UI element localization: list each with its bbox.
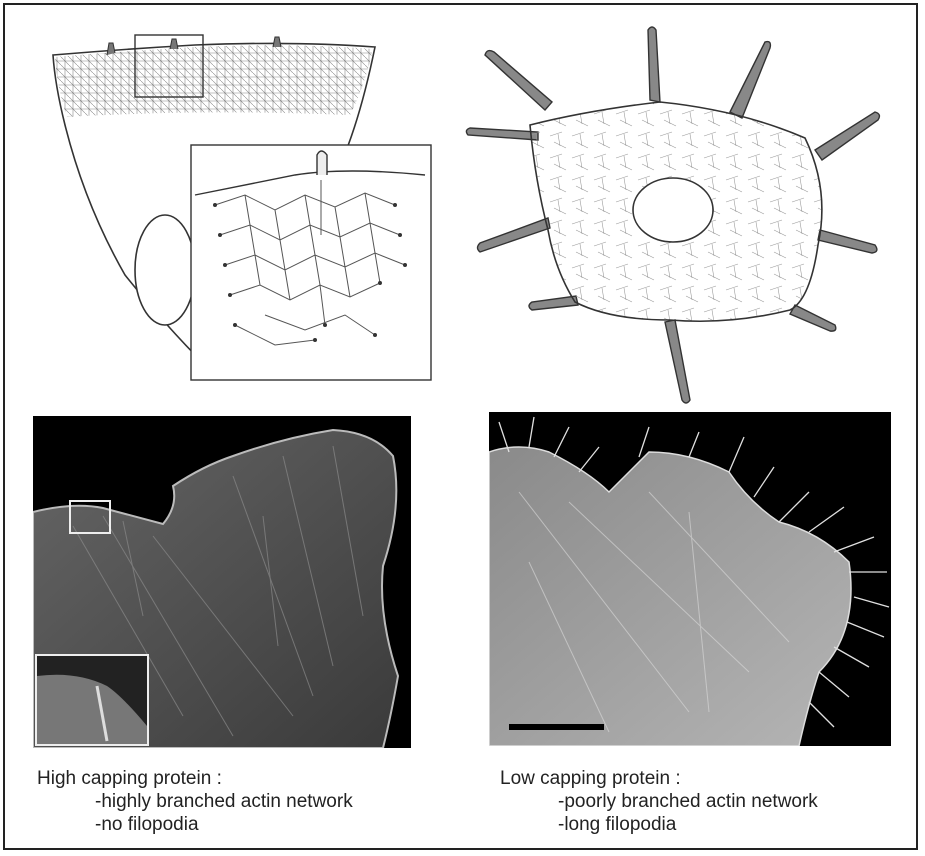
dense-actin-band — [55, 45, 373, 117]
filopodium — [485, 51, 552, 110]
caption-point: -no filopodia — [37, 813, 353, 836]
filopodium — [815, 112, 879, 160]
filopodium — [648, 27, 660, 102]
filopodium — [730, 42, 770, 118]
schematic-low-capping — [460, 20, 910, 410]
scale-bar — [509, 724, 604, 730]
filopodium — [665, 320, 690, 403]
caption-title: High capping protein : — [37, 767, 353, 790]
caption-point: -poorly branched actin network — [500, 790, 818, 813]
caption-low-capping: Low capping protein : -poorly branched a… — [500, 767, 818, 836]
inset-network — [191, 145, 431, 380]
filopodium — [478, 218, 551, 252]
caption-high-capping: High capping protein : -highly branched … — [37, 767, 353, 836]
filopodium — [818, 230, 877, 253]
nucleus-right — [633, 178, 713, 242]
caption-title: Low capping protein : — [500, 767, 818, 790]
micrograph-high-capping — [33, 416, 411, 748]
schematic-high-capping — [45, 25, 445, 385]
micrograph-low-capping — [489, 412, 891, 746]
caption-point: -highly branched actin network — [37, 790, 353, 813]
nucleus-left — [135, 215, 195, 325]
filopodium — [529, 296, 578, 310]
filopodium — [790, 305, 836, 331]
filopodium — [466, 128, 538, 140]
caption-point: -long filopodia — [500, 813, 818, 836]
micrograph-inset — [35, 654, 149, 746]
figure-frame: High capping protein : -highly branched … — [3, 3, 918, 850]
